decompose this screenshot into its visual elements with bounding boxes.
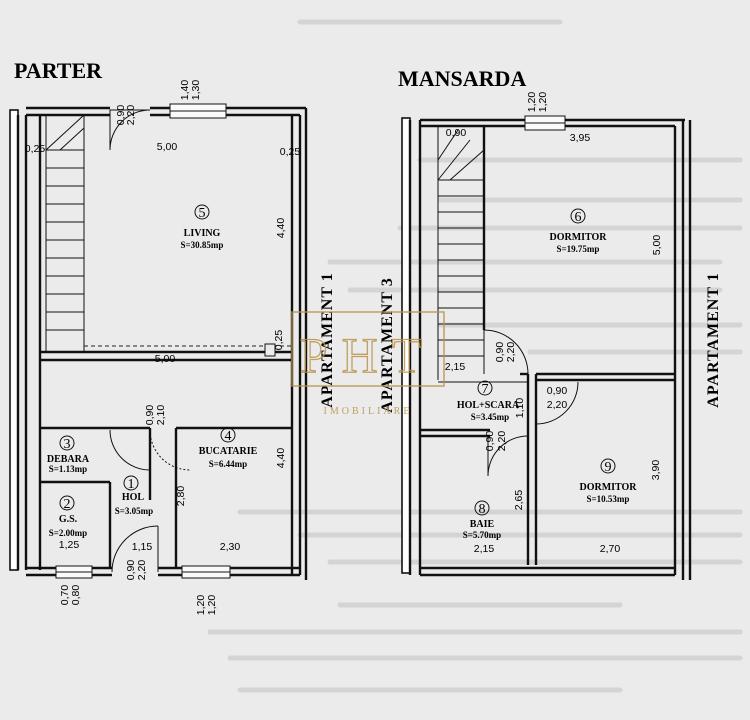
room-name-dormitor-2: DORMITOR — [579, 482, 637, 493]
dim-window-mansarda-h: 1,20 — [537, 92, 549, 113]
dim-window-mansarda-w: 1,20 — [526, 92, 538, 113]
mansarda-dimensions: 0,90 3,95 5,00 1,20 1,20 0,90 2,20 2,15 … — [445, 92, 663, 555]
dim-door-dorm-top-w: 0,90 — [494, 342, 506, 363]
dim-door-entry-w: 0,90 — [125, 560, 137, 581]
dim-dormitor-width: 3,95 — [570, 132, 591, 144]
dim-window-gs-h: 0,80 — [70, 585, 82, 606]
room-hol-scara: 7 HOL+SCARA S=3.45mp — [457, 380, 520, 422]
dim-living-height: 4,40 — [275, 218, 287, 239]
parter-walls — [9, 106, 308, 580]
dim-door-living-h: 2,20 — [125, 105, 137, 126]
dim-door-living-w: 0,90 — [115, 105, 127, 126]
dim-ground-width: 5,00 — [155, 353, 176, 365]
dim-dormitor2-height: 3,90 — [650, 460, 662, 481]
dim-baie-height: 2,65 — [513, 490, 525, 511]
room-name-gs: G.S. — [59, 514, 78, 525]
room-dormitor-1: 6 DORMITOR S=19.75mp — [549, 208, 607, 254]
room-area-baie: S=5.70mp — [463, 530, 501, 540]
dim-hol-width: 1,15 — [132, 541, 153, 553]
apartament-3-label: APARTAMENT 3 — [379, 277, 396, 412]
room-area-dormitor-1: S=19.75mp — [557, 244, 600, 254]
room-name-hol: HOL — [122, 492, 145, 503]
room-area-hol: S=3.05mp — [115, 506, 153, 516]
room-debara: 3 DEBARA S=1.13mp — [47, 435, 90, 474]
room-number-2: 2 — [64, 497, 71, 512]
apartament-1-label-left: APARTAMENT 1 — [319, 272, 336, 407]
dim-left-wall: 0,25 — [25, 143, 46, 155]
dim-door-debara-w: 0,90 — [144, 405, 156, 426]
room-area-hol-scara: S=3.45mp — [471, 412, 509, 422]
room-area-dormitor-2: S=10.53mp — [587, 494, 630, 504]
dim-door-baie-w: 0,90 — [484, 431, 496, 452]
room-area-gs: S=2.00mp — [49, 528, 87, 538]
dim-dormitor-height: 5,00 — [651, 235, 663, 256]
room-number-8: 8 — [479, 502, 486, 517]
apartament-1-label-right: APARTAMENT 1 — [705, 272, 722, 407]
dim-baie-width: 2,15 — [474, 543, 495, 555]
dim-hol-scara-height: 1,10 — [514, 398, 526, 419]
mansarda-title: MANSARDA — [398, 66, 526, 91]
mansarda-openings — [483, 115, 579, 477]
room-number-3: 3 — [64, 437, 71, 452]
room-name-dormitor-1: DORMITOR — [549, 232, 607, 243]
room-name-bucatarie: BUCATARIE — [199, 446, 258, 457]
dim-mid-wall: 0,25 — [273, 330, 285, 351]
dim-kitchen-width: 2,30 — [220, 541, 241, 553]
room-name-debara: DEBARA — [47, 454, 90, 465]
parter-stair — [45, 114, 85, 352]
room-number-7: 7 — [482, 382, 489, 397]
dim-door-debara-h: 2,10 — [155, 405, 167, 426]
room-name-hol-scara: HOL+SCARA — [457, 400, 520, 411]
pht-watermark: PHT IMOBILIARE — [291, 311, 445, 417]
dim-gs-width: 1,25 — [59, 539, 80, 551]
dim-door-dorm-right-h: 2,20 — [547, 399, 568, 411]
room-number-5: 5 — [199, 206, 206, 221]
dim-door-dorm-top-h: 2,20 — [505, 342, 517, 363]
room-living: 5 LIVING S=30.85mp — [181, 204, 224, 250]
room-number-9: 9 — [605, 460, 612, 475]
mansarda-walls — [401, 117, 692, 580]
dim-window-kitchen-w: 1,20 — [195, 595, 207, 616]
dim-hol-height: 2,80 — [175, 486, 187, 507]
dim-window-gs-w: 0,70 — [59, 585, 71, 606]
watermark-text: IMOBILIARE — [324, 406, 413, 417]
parter-title: PARTER — [14, 58, 103, 83]
room-bucatarie: 4 BUCATARIE S=6.44mp — [199, 427, 258, 469]
dim-door-baie-h: 2,20 — [496, 431, 508, 452]
dim-living-width: 5,00 — [157, 141, 178, 153]
dim-dormitor2-width: 2,70 — [600, 543, 621, 555]
room-name-baie: BAIE — [470, 519, 495, 530]
room-gs: 2 G.S. S=2.00mp — [49, 495, 87, 538]
parter-openings — [55, 103, 231, 579]
dim-kitchen-height: 4,40 — [275, 448, 287, 469]
dim-window-living-h: 1,30 — [190, 80, 202, 101]
parter-dimensions: 5,00 0,25 0,25 4,40 0,25 5,00 4,40 2,30 … — [25, 80, 301, 616]
mansarda-stair — [437, 129, 485, 357]
room-number-4: 4 — [225, 429, 232, 444]
room-hol: 1 HOL S=3.05mp — [115, 475, 153, 516]
dim-window-living-w: 1,40 — [179, 80, 191, 101]
dim-window-kitchen-h: 1,20 — [206, 595, 218, 616]
room-dormitor-2: 9 DORMITOR S=10.53mp — [579, 458, 637, 504]
dim-door-entry-h: 2,20 — [136, 560, 148, 581]
background-doc-lines — [207, 19, 743, 693]
room-baie: 8 BAIE S=5.70mp — [463, 500, 501, 540]
dim-top-wall: 0,25 — [280, 146, 301, 158]
room-number-6: 6 — [575, 210, 582, 225]
dim-door-dorm-right-w: 0,90 — [547, 385, 568, 397]
room-number-1: 1 — [128, 477, 135, 492]
room-name-living: LIVING — [184, 228, 221, 239]
watermark-letters: PHT — [300, 327, 436, 383]
room-area-living: S=30.85mp — [181, 240, 224, 250]
dim-stair-width: 0,90 — [446, 127, 467, 139]
room-area-bucatarie: S=6.44mp — [209, 459, 247, 469]
dim-hol-scara-width: 2,15 — [445, 361, 466, 373]
room-area-debara: S=1.13mp — [49, 464, 87, 474]
